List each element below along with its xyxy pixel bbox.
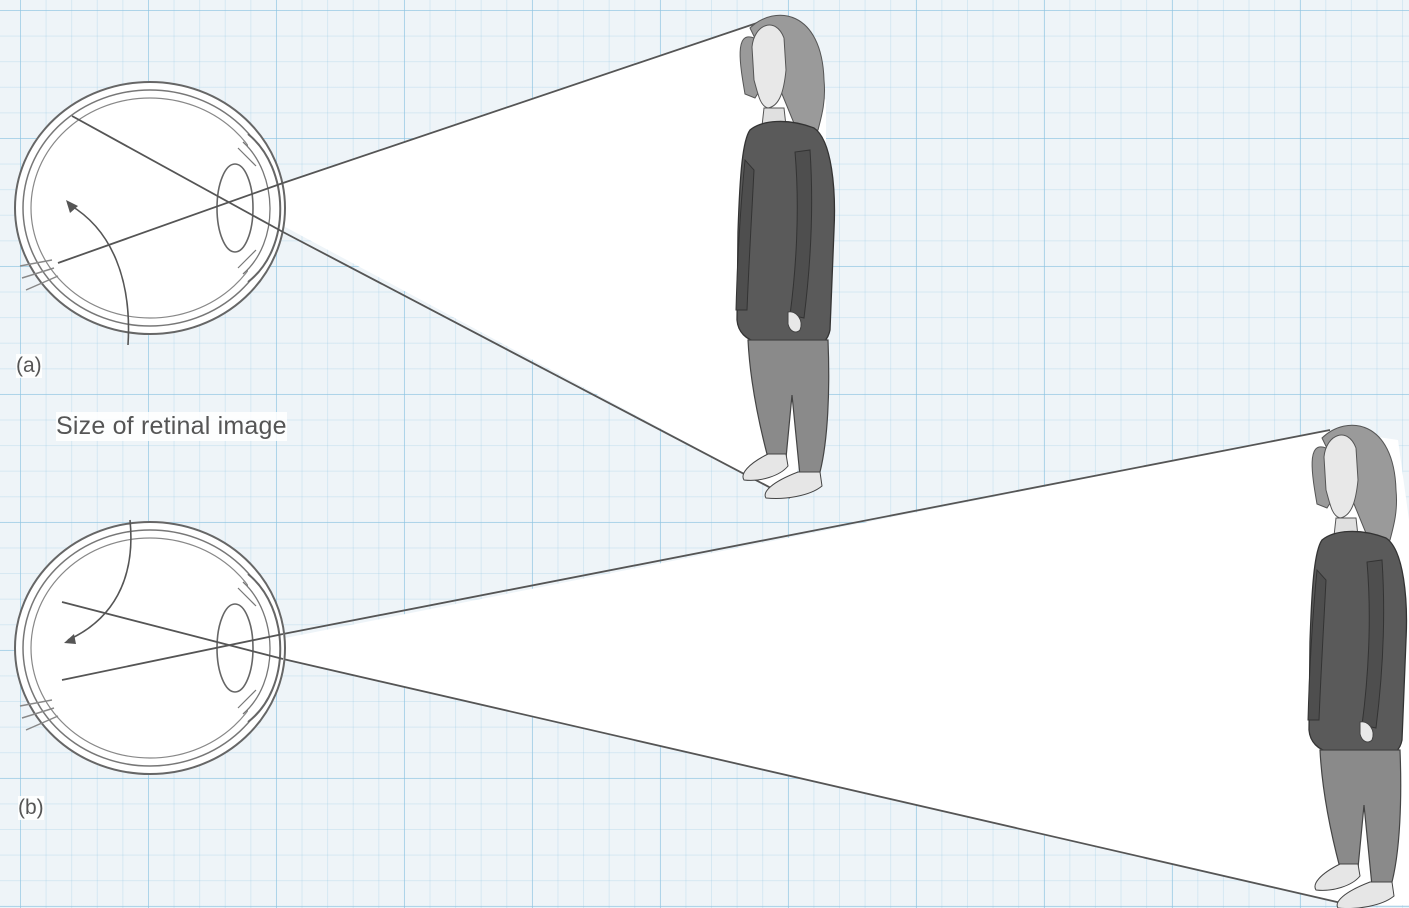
viewing-cone-near [235,21,826,499]
eye-b [14,521,286,775]
retinal-image-arrow-b [64,519,132,644]
panel-a [14,14,836,500]
retinal-image-arrow-a [66,200,130,346]
retinal-image-caption: Size of retinal image [56,412,287,441]
panel-b [14,424,1409,908]
light-rays-a [57,115,284,264]
viewing-cone-far [235,429,1409,906]
eye-a [14,81,286,335]
panel-b-label: (b) [18,796,44,820]
light-rays-b [61,601,284,681]
panel-a-label: (a) [16,354,42,378]
